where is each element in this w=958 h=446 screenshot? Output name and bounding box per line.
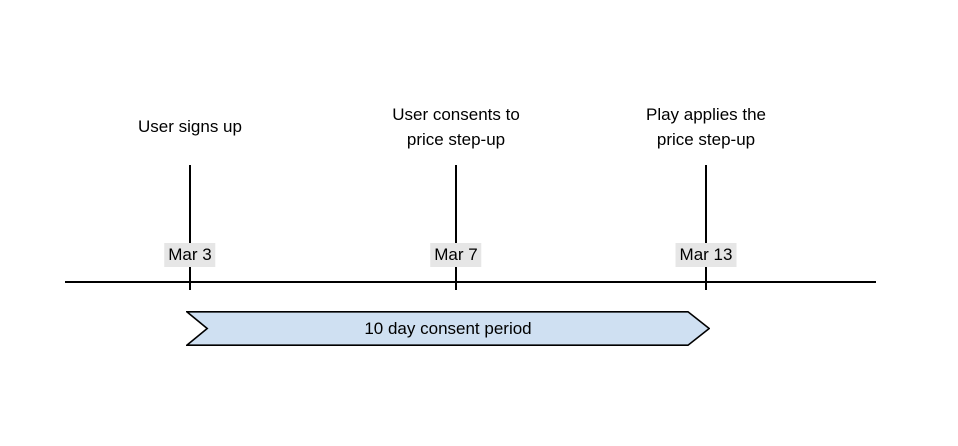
consent-period-banner: 10 day consent period — [186, 311, 710, 346]
banner-arrow-shape — [186, 311, 710, 346]
milestone-label-play-applies-step-up: Play applies the price step-up — [646, 102, 766, 152]
milestone-label-line: User consents to — [392, 105, 520, 124]
milestone-label-line: User signs up — [138, 117, 242, 136]
milestone-label-user-signs-up: User signs up — [138, 114, 242, 139]
milestone-label-line: Play applies the — [645, 105, 767, 124]
timeline-axis — [65, 281, 876, 283]
milestone-stem-user-signs-up — [189, 165, 191, 290]
milestone-date-play-applies-step-up: Mar 13 — [675, 243, 737, 267]
milestone-stem-play-applies-step-up — [705, 165, 707, 290]
milestone-label-line: price step-up — [656, 130, 756, 149]
milestone-date-user-consents: Mar 7 — [430, 243, 482, 267]
milestone-stem-user-consents — [455, 165, 457, 290]
banner-label: 10 day consent period — [364, 318, 532, 338]
milestone-date-user-signs-up: Mar 3 — [164, 243, 216, 267]
milestone-label-line: price step-up — [406, 130, 506, 149]
milestone-label-user-consents: User consents to price step-up — [392, 102, 520, 152]
